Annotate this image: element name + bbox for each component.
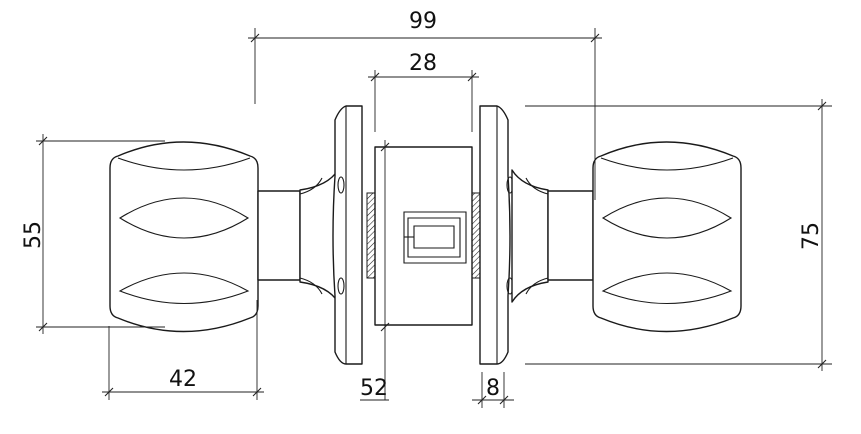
dimension-label-52: 52: [360, 376, 388, 401]
latch-bolt: [403, 211, 467, 264]
dimension-42: 42: [102, 300, 264, 400]
left-rose-screw-bottom: [337, 277, 345, 295]
right-spindle: [511, 169, 594, 303]
dimension-28: 28: [368, 51, 479, 132]
right-knob-middle-groove: [601, 197, 733, 239]
right-knob-top-groove: [600, 157, 734, 171]
left-rose: [332, 105, 363, 365]
right-rose: [479, 105, 514, 365]
dimension-75: 75: [525, 99, 832, 371]
right-knob: [592, 141, 742, 333]
dimension-label-8: 8: [486, 376, 500, 401]
dimension-label-55: 55: [21, 221, 46, 249]
dimension-99: 99: [248, 9, 602, 200]
dimension-55: 55: [21, 134, 165, 334]
left-rose-screw-top: [337, 176, 345, 194]
left-knob-bottom-groove: [118, 272, 250, 305]
left-knob-top-groove: [117, 157, 251, 171]
dimension-label-99: 99: [409, 9, 437, 34]
left-knob-middle-groove: [118, 197, 250, 239]
dimension-label-28: 28: [409, 51, 437, 76]
right-knob-bottom-groove: [601, 272, 733, 305]
dimension-label-75: 75: [799, 222, 824, 250]
latch-assembly: [366, 146, 481, 326]
left-knob: [109, 141, 259, 333]
dimension-52: 52: [360, 140, 390, 401]
left-spindle: [257, 169, 339, 303]
dimension-label-42: 42: [169, 367, 197, 392]
latch-body: [374, 146, 473, 326]
dimension-8: 8: [472, 372, 514, 408]
